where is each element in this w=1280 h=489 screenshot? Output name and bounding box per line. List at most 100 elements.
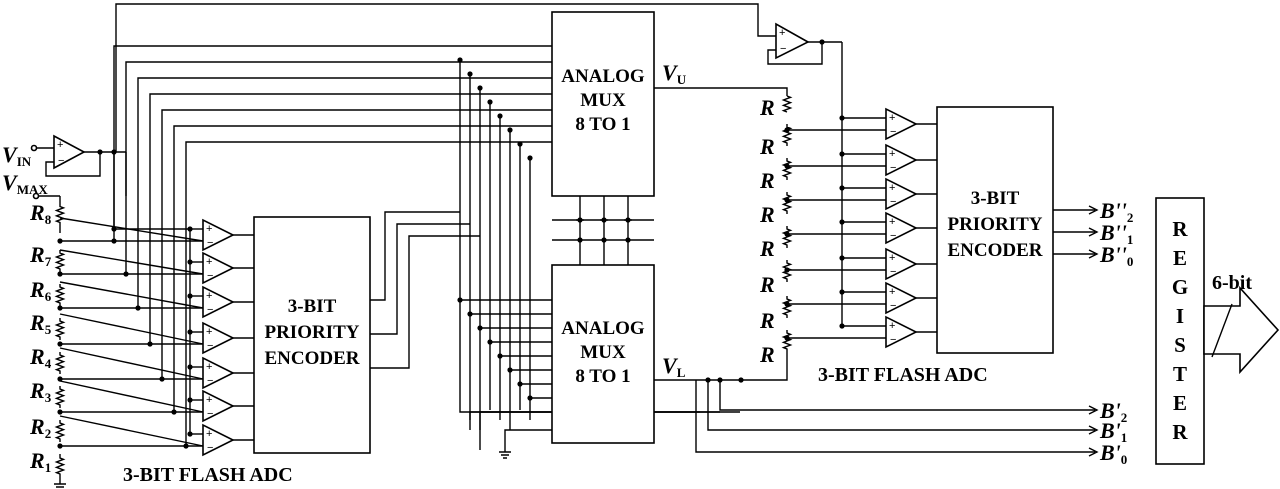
right-resistor-label: R bbox=[759, 134, 775, 159]
vin-terminal bbox=[30, 144, 38, 152]
resistor-symbol: R bbox=[29, 344, 45, 369]
junction-dot bbox=[457, 297, 463, 303]
plus-sign: + bbox=[889, 216, 895, 228]
wire bbox=[59, 380, 204, 413]
right-resistor-4 bbox=[781, 226, 793, 248]
register-block bbox=[1155, 197, 1205, 465]
right-comparator-3 bbox=[885, 247, 918, 281]
left-comparator-5 bbox=[202, 285, 235, 319]
left-encoder-line3: ENCODER bbox=[264, 348, 359, 369]
ladder-tap-4 bbox=[149, 93, 552, 344]
wire bbox=[45, 152, 101, 177]
vu-label: VU bbox=[662, 60, 687, 87]
right-comparator-7 bbox=[885, 107, 918, 141]
bit-sub: 0 bbox=[1121, 452, 1128, 467]
vin-label: VIN bbox=[2, 142, 32, 169]
right-resistor-label: R bbox=[759, 342, 775, 367]
minus-sign: − bbox=[207, 375, 213, 387]
ladder-tap-7 bbox=[113, 45, 552, 241]
ground-symbol bbox=[54, 483, 66, 488]
plus-sign: + bbox=[889, 148, 895, 160]
minus-sign: − bbox=[890, 126, 896, 138]
right-resistor-2 bbox=[781, 296, 793, 318]
left-resistor-5 bbox=[54, 318, 66, 340]
resistor-sub: 5 bbox=[45, 322, 52, 337]
mux-ground-symbol bbox=[499, 451, 511, 459]
ladder-tap-5 bbox=[137, 77, 552, 308]
left-encoder-line1: 3-BIT bbox=[288, 296, 337, 317]
junction-dot bbox=[738, 377, 744, 383]
resistor-sub: 4 bbox=[45, 356, 52, 371]
coarse-bit-2-wire bbox=[719, 380, 1095, 411]
left-comparator-3 bbox=[202, 356, 235, 390]
coarse-bit-1-wire bbox=[707, 380, 1095, 431]
junction-dot bbox=[487, 99, 493, 105]
plus-sign: + bbox=[779, 27, 785, 39]
bit-sub: 2 bbox=[1127, 210, 1134, 225]
right-flash-adc-label: 3-BIT FLASH ADC bbox=[818, 364, 988, 386]
left-comparator-1 bbox=[202, 423, 235, 457]
left-resistor-label-2: R2 bbox=[29, 414, 51, 441]
register-letter: S bbox=[1174, 333, 1186, 357]
resistor-symbol: R bbox=[29, 277, 45, 302]
resistor-sub: 8 bbox=[45, 212, 52, 227]
coarse-bit-label-1: B'1 bbox=[1099, 418, 1127, 445]
junction-dot bbox=[187, 329, 193, 335]
bit-symbol: B'' bbox=[1099, 242, 1127, 267]
wire bbox=[59, 347, 204, 380]
minus-sign: − bbox=[890, 162, 896, 174]
junction-dot bbox=[187, 293, 193, 299]
left-resistor-label-7: R7 bbox=[29, 242, 52, 269]
resistor-symbol: R bbox=[29, 414, 45, 439]
plus-sign: + bbox=[206, 394, 212, 406]
register-letter: R bbox=[1172, 217, 1188, 241]
left-encoder-line2: PRIORITY bbox=[264, 322, 359, 343]
resistor-sub: 7 bbox=[45, 254, 52, 269]
vmax-label: VMAX bbox=[2, 170, 48, 197]
right-resistor-3 bbox=[781, 260, 793, 282]
analog-mux-lower bbox=[551, 264, 655, 444]
minus-sign: − bbox=[890, 266, 896, 278]
left-comparator-2 bbox=[202, 389, 235, 423]
register-letter: R bbox=[1172, 420, 1188, 444]
minus-sign: − bbox=[207, 304, 213, 316]
left-resistor-3 bbox=[54, 386, 66, 408]
resistor-sub: 6 bbox=[45, 289, 52, 304]
left-comparator-4 bbox=[202, 321, 235, 355]
junction-dot bbox=[187, 431, 193, 437]
junction-dot bbox=[457, 57, 463, 63]
left-resistor-8 bbox=[54, 196, 66, 233]
bit-sub: 1 bbox=[1121, 430, 1128, 445]
left-resistor-label-1: R1 bbox=[29, 448, 51, 475]
left-flash-adc-label: 3-BIT FLASH ADC bbox=[123, 464, 293, 486]
plus-sign: + bbox=[206, 361, 212, 373]
minus-sign: − bbox=[207, 237, 213, 249]
right-encoder-line3: ENCODER bbox=[947, 240, 1042, 261]
resistor-sub: 1 bbox=[45, 460, 52, 475]
plus-sign: + bbox=[889, 320, 895, 332]
vin-top-wire bbox=[115, 3, 776, 152]
residue-amp bbox=[775, 22, 810, 60]
analog-mux-upper bbox=[551, 11, 655, 197]
plus-sign: + bbox=[206, 223, 212, 235]
junction-dot bbox=[97, 149, 103, 155]
right-comparator-2 bbox=[885, 281, 918, 315]
arrow-head bbox=[1088, 447, 1099, 457]
right-comparator-6 bbox=[885, 143, 918, 177]
left-resistor-2 bbox=[54, 420, 66, 442]
junction-dot bbox=[477, 325, 483, 331]
minus-sign: − bbox=[207, 270, 213, 282]
wire bbox=[59, 249, 204, 275]
arrow-head bbox=[1088, 205, 1099, 215]
plus-sign: + bbox=[206, 256, 212, 268]
right-resistor-label: R bbox=[759, 308, 775, 333]
vl-wire bbox=[654, 368, 788, 381]
minus-sign: − bbox=[58, 155, 64, 167]
register-letter: G bbox=[1172, 275, 1188, 299]
right-comparator-5 bbox=[885, 177, 918, 211]
mux-lower-line3: 8 TO 1 bbox=[575, 366, 630, 387]
plus-sign: + bbox=[57, 139, 63, 151]
bit-symbol: B' bbox=[1099, 440, 1121, 465]
resistor-symbol: R bbox=[29, 310, 45, 335]
